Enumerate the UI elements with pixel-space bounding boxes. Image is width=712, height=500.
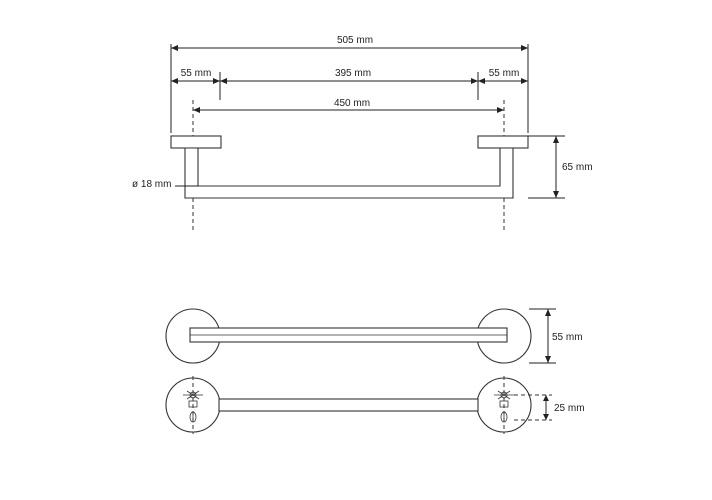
wall-mount-left: [170, 135, 222, 149]
side-elevation-view: 505 mm 55 mm 395 mm 55 mm 450 mm: [132, 35, 593, 232]
label-left-offset: 55 mm: [181, 68, 212, 79]
label-fixing-height: 25 mm: [554, 403, 585, 414]
label-middle-span: 395 mm: [335, 68, 371, 79]
towel-bar-fixing-view: [218, 398, 479, 412]
label-right-offset: 55 mm: [489, 68, 520, 79]
dimension-projection-depth: 65 mm: [528, 135, 593, 199]
dimension-fixing-height: 25 mm: [514, 394, 585, 421]
dimension-center-distance: 450 mm: [193, 98, 504, 113]
screw-fixing-right: [494, 376, 514, 434]
front-view: 55 mm: [165, 308, 583, 364]
label-center-distance: 450 mm: [334, 98, 370, 109]
dimension-bar-diameter: ø 18 mm: [132, 179, 198, 190]
label-bar-diameter: ø 18 mm: [132, 179, 171, 190]
dimension-base-diameter: 55 mm: [529, 308, 583, 364]
dimension-segments: 55 mm 395 mm 55 mm: [171, 68, 528, 100]
screw-fixing-left: [183, 376, 203, 434]
label-overall-length: 505 mm: [337, 35, 373, 46]
towel-bar-profile: [184, 147, 514, 199]
fixing-view: 25 mm: [165, 376, 585, 434]
dimension-overall-length: 505 mm: [170, 35, 529, 133]
label-projection-depth: 65 mm: [562, 162, 593, 173]
label-base-diameter: 55 mm: [552, 332, 583, 343]
wall-mount-right: [477, 135, 529, 149]
